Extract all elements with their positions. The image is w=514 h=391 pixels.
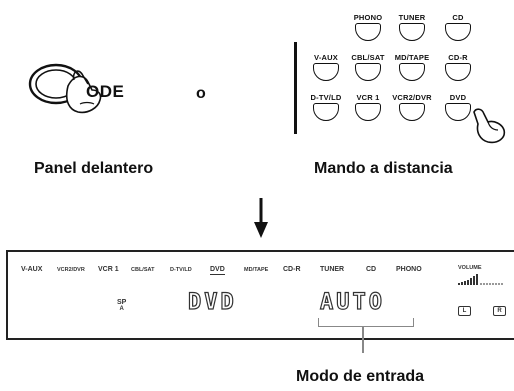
button-cap-icon [355,103,381,121]
left-channel-indicator: L [458,306,471,316]
remote-button-label: VCR 1 [356,93,380,102]
source-dvd-active: DVD [210,266,225,275]
remote-button-label: DVD [449,93,467,102]
mode-knob-icon [28,63,102,114]
pointing-hand-icon [473,108,506,144]
volume-meter-icon [458,274,504,285]
button-cap-icon [399,23,425,41]
remote-button-label: VCR2/DVR [392,93,432,102]
front-panel-input-mode-knob[interactable] [28,60,118,120]
source-vcr-1: VCR 1 [98,266,119,273]
speaker-indicator: SP A [117,299,126,313]
button-cap-icon [445,103,471,121]
display-mode-text: AUTO [319,289,385,315]
remote-button-label: CD-R [448,53,468,62]
source-cd: CD [366,266,377,273]
input-mode-annotation: Modo de entrada [296,368,425,385]
remote-button-md-tape[interactable]: MD/TAPE [382,53,442,81]
button-cap-icon [313,103,339,121]
source-cbl-sat: CBL/SAT [131,267,155,273]
remote-button-cd[interactable]: CD [428,13,488,41]
button-cap-icon [399,103,425,121]
remote-button-vcr2-dvr[interactable]: VCR2/DVR [382,93,442,121]
source-cd-r: CD-R [283,266,301,273]
remote-frame-left [294,42,297,134]
remote-button-label: CBL/SAT [351,53,385,62]
display-source-text: DVD [187,289,237,315]
remote-button-cd-r[interactable]: CD-R [428,53,488,81]
display-frame-bottom [6,338,514,340]
remote-button-label: D-TV/LD [310,93,342,102]
source-phono: PHONO [396,266,422,273]
button-cap-icon [355,23,381,41]
remote-button-label: V-AUX [314,53,338,62]
button-cap-icon [445,23,471,41]
or-label: o [196,85,206,102]
remote-button-label: CD [452,13,464,22]
speaker-label: SP [117,299,127,306]
remote-button-tuner[interactable]: TUNER [382,13,442,41]
button-cap-icon [355,63,381,81]
remote-button-v-aux[interactable]: V-AUX [296,53,356,81]
right-channel-indicator: R [493,306,506,316]
remote-button-label: TUNER [398,13,426,22]
source-md-tape: MD/TAPE [244,267,269,273]
source-v-aux: V-AUX [21,266,43,273]
button-cap-icon [399,63,425,81]
button-cap-icon [313,63,339,81]
front-panel-caption: Panel delantero [34,160,154,177]
remote-button-label: MD/TAPE [394,53,430,62]
source-d-tv-ld: D-TV/LD [170,267,192,273]
arrow-down-icon [254,198,268,238]
remote-caption: Mando a distancia [314,160,453,177]
mode-callout-line [362,327,364,353]
mode-label: ODE [86,82,125,101]
remote-button-phono[interactable]: PHONO [338,13,398,41]
remote-button-cbl-sat[interactable]: CBL/SAT [338,53,398,81]
remote-button-vcr-1[interactable]: VCR 1 [338,93,398,121]
button-cap-icon [445,63,471,81]
speaker-sub-label: A [119,306,124,312]
mode-callout-bracket [318,318,414,327]
remote-button-label: PHONO [353,13,383,22]
remote-button-d-tv-ld[interactable]: D-TV/LD [296,93,356,121]
display-frame-left [6,250,8,340]
source-vcr2-dvr: VCR2/DVR [57,267,85,273]
display-frame-top [6,250,514,252]
source-tuner: TUNER [320,266,345,273]
volume-label: VOLUME [458,265,482,271]
remote-button-dvd[interactable]: DVD [428,93,488,121]
